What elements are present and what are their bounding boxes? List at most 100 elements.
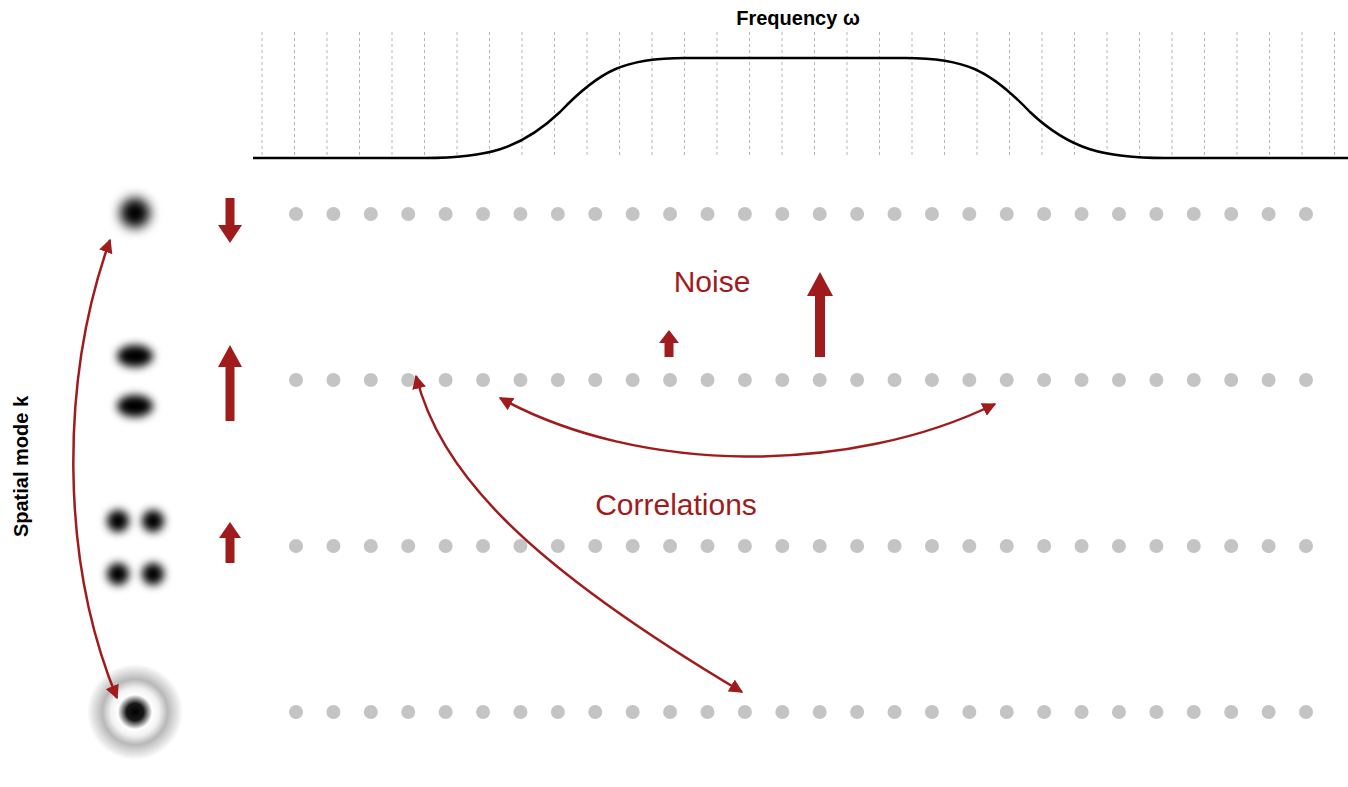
mode-dot: [925, 207, 939, 221]
mode-dot: [476, 539, 490, 553]
mode-dot: [551, 373, 565, 387]
mode-dot: [439, 373, 453, 387]
mode-dot: [700, 705, 714, 719]
axis-title: Frequency ω: [736, 7, 860, 30]
mode-dot: [401, 207, 415, 221]
frequency-mode-grid: [289, 207, 1313, 719]
mode-dot: [588, 539, 602, 553]
mode-dot: [663, 539, 677, 553]
mode-dot: [925, 705, 939, 719]
grid-line: [619, 32, 620, 156]
mode-dot: [663, 705, 677, 719]
grid-line: [782, 32, 783, 156]
mode-dot: [1262, 373, 1276, 387]
mode-profile: [117, 395, 153, 417]
frequency-grid: [262, 32, 1335, 156]
mode-dot: [1224, 373, 1238, 387]
noise-arrow: [218, 345, 242, 421]
mode-dot: [1075, 705, 1089, 719]
mode-dot: [663, 373, 677, 387]
mode-dot: [364, 373, 378, 387]
grid-line: [1334, 32, 1335, 156]
mode-dot: [588, 705, 602, 719]
mode-profile: [117, 345, 153, 367]
noise-arrow: [807, 272, 833, 357]
mode-dot: [775, 705, 789, 719]
mode-dot: [551, 539, 565, 553]
noise-arrow: [659, 330, 679, 357]
mode-profile: [107, 563, 129, 585]
mode-dot: [850, 705, 864, 719]
mode-dot: [1187, 539, 1201, 553]
annotation-label: Noise: [674, 265, 751, 300]
mode-dot: [1075, 539, 1089, 553]
grid-line: [912, 32, 913, 156]
mode-dot: [476, 207, 490, 221]
mode-dot: [513, 705, 527, 719]
mode-dot: [439, 539, 453, 553]
mode-dot: [775, 373, 789, 387]
mode-dot: [289, 207, 303, 221]
mode-profile: [107, 510, 129, 532]
mode-dot: [476, 373, 490, 387]
mode-dot: [813, 539, 827, 553]
mode-dot: [925, 539, 939, 553]
annotation-label: Correlations: [595, 488, 757, 523]
mode-dot: [1149, 207, 1163, 221]
mode-dot: [1000, 539, 1014, 553]
grid-line: [489, 32, 490, 156]
spectral-envelope: [253, 58, 1348, 158]
mode-dot: [439, 207, 453, 221]
grid-line: [424, 32, 425, 156]
mode-dot: [813, 373, 827, 387]
mode-dot: [1262, 207, 1276, 221]
mode-dot: [326, 207, 340, 221]
grid-line: [847, 32, 848, 156]
correlation-arrows: [73, 240, 995, 698]
grid-line: [327, 32, 328, 156]
mode-dot: [925, 373, 939, 387]
grid-line: [1172, 32, 1173, 156]
grid-line: [652, 32, 653, 156]
mode-dot: [775, 539, 789, 553]
grid-line: [749, 32, 750, 156]
mode-dot: [364, 207, 378, 221]
grid-line: [1107, 32, 1108, 156]
mode-dot: [401, 373, 415, 387]
mode-dot: [1075, 207, 1089, 221]
mode-dot: [962, 207, 976, 221]
grid-line: [1139, 32, 1140, 156]
mode-dot: [700, 207, 714, 221]
mode-dot: [289, 705, 303, 719]
mode-dot: [888, 373, 902, 387]
correlation-arrow: [73, 240, 117, 698]
mode-dot: [1037, 207, 1051, 221]
mode-dot: [476, 705, 490, 719]
axis-title: Spatial mode k: [11, 395, 34, 536]
correlation-arrow: [416, 376, 742, 692]
mode-dot: [1037, 539, 1051, 553]
mode-dot: [1299, 207, 1313, 221]
mode-dot: [326, 373, 340, 387]
grid-line: [262, 32, 263, 156]
mode-dot: [700, 539, 714, 553]
mode-dot: [962, 705, 976, 719]
grid-line: [1204, 32, 1205, 156]
grid-line: [684, 32, 685, 156]
mode-profile: [142, 563, 164, 585]
mode-dot: [1149, 539, 1163, 553]
mode-dot: [326, 539, 340, 553]
mode-dot: [738, 207, 752, 221]
mode-dot: [588, 373, 602, 387]
grid-line: [717, 32, 718, 156]
grid-line: [977, 32, 978, 156]
mode-dot: [1187, 373, 1201, 387]
mode-dot: [513, 373, 527, 387]
mode-dot: [738, 705, 752, 719]
mode-dot: [1224, 539, 1238, 553]
mode-dot: [1112, 207, 1126, 221]
grid-line: [457, 32, 458, 156]
mode-dot: [1149, 705, 1163, 719]
